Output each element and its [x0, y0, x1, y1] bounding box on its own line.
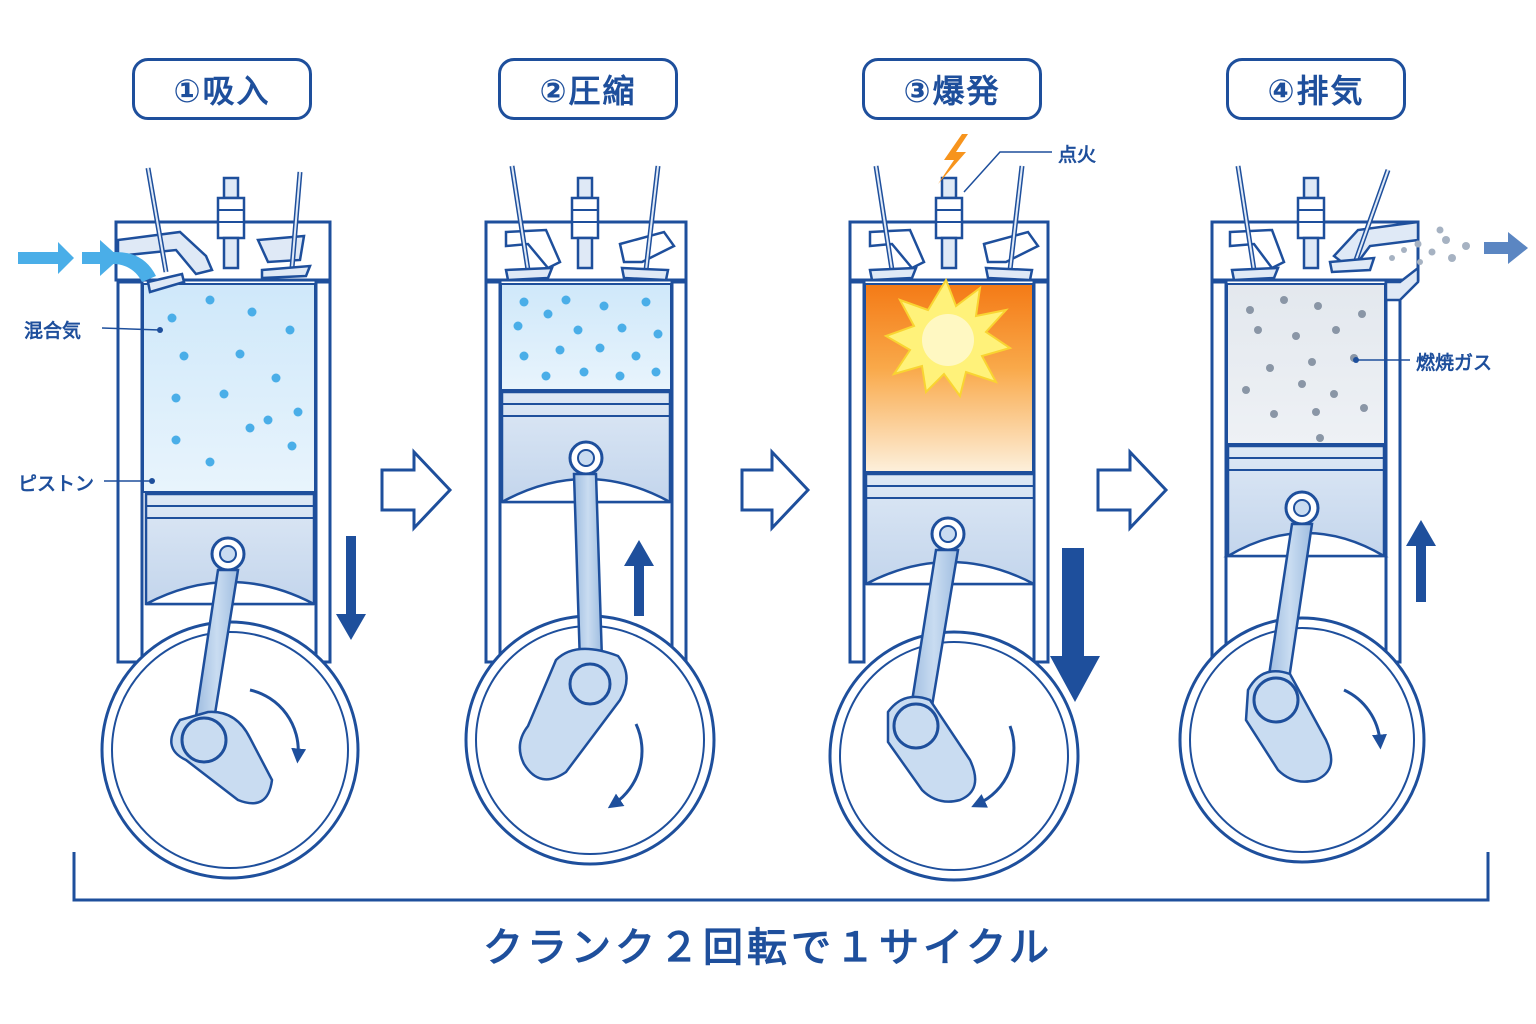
engine-intake — [18, 167, 366, 880]
callout-piston: ピストン — [18, 473, 95, 495]
spark-icon — [938, 134, 968, 184]
callout-mixture: 混合気 — [24, 320, 82, 342]
callout-ignition: 点火 — [1058, 144, 1097, 166]
engine-exhaust — [1178, 165, 1528, 864]
stage-label-combustion: ③爆発 — [862, 58, 1042, 120]
stage-label-compression: ②圧縮 — [498, 58, 678, 120]
stage-label-exhaust: ④排気 — [1226, 58, 1406, 120]
cycle-bracket — [72, 852, 1490, 902]
engine-combustion — [828, 134, 1100, 882]
stage-label-intake: ①吸入 — [132, 58, 312, 120]
next-stage-arrow — [380, 448, 453, 532]
next-stage-arrow — [740, 448, 811, 532]
callout-exhaust-gas: 燃焼ガス — [1416, 352, 1493, 374]
cycle-caption: クランク２回転で１サイクル — [483, 925, 1053, 971]
engine-compression — [464, 165, 716, 866]
next-stage-arrow — [1096, 448, 1169, 532]
